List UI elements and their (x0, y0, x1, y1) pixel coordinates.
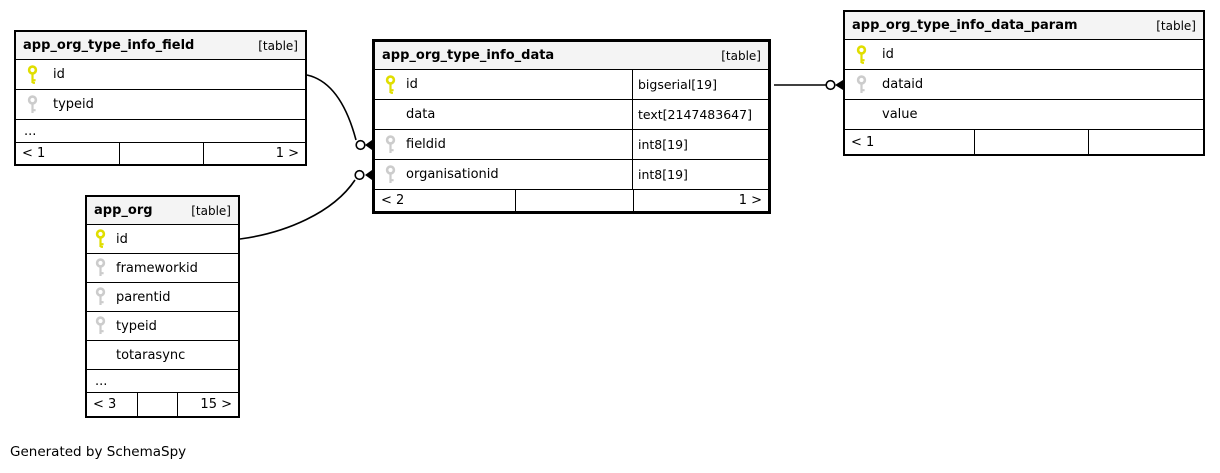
table-name[interactable]: app_org_type_info_data_param (852, 18, 1078, 33)
no-key-spacer (855, 105, 868, 125)
footer-children-count: < 2 (381, 193, 405, 208)
column-name: fieldid (406, 137, 446, 152)
footer-children-count: < 1 (851, 134, 875, 150)
footer-middle-cell (137, 393, 178, 416)
table-app-org[interactable]: app_org [table] id frameworkid parentid (85, 195, 240, 418)
footer-parents-count: 1 > (275, 146, 299, 161)
foreign-key-icon (94, 316, 107, 336)
foreign-key-icon (94, 287, 107, 307)
column-name: parentid (116, 289, 171, 305)
column-row: id (16, 60, 305, 90)
column-type: text[2147483647] (638, 107, 752, 122)
table-name[interactable]: app_org_type_info_data (382, 48, 555, 63)
zero-circle-icon (825, 79, 836, 91)
footer-parents-count (1089, 130, 1203, 154)
table-header: app_org [table] (87, 197, 238, 225)
table-app-org-type-info-data[interactable]: app_org_type_info_data [table] id bigser… (372, 39, 771, 214)
table-app-org-type-info-field[interactable]: app_org_type_info_field [table] id typei… (14, 30, 307, 166)
table-badge: [table] (721, 48, 761, 63)
column-row: id bigserial[19] (375, 70, 768, 100)
table-name[interactable]: app_org (94, 203, 153, 218)
generated-by-note: Generated by SchemaSpy (10, 444, 187, 460)
table-footer: < 1 1 > (16, 143, 305, 164)
primary-key-icon (384, 74, 397, 95)
primary-key-icon (94, 229, 107, 249)
primary-key-icon (855, 44, 868, 65)
edge-data-to-param (774, 79, 843, 91)
foreign-key-icon (26, 94, 39, 115)
column-name: typeid (116, 318, 157, 334)
column-type: int8[19] (638, 167, 688, 182)
column-name: totarasync (116, 347, 186, 363)
column-name: data (406, 107, 436, 122)
footer-children-count: < 1 (22, 146, 46, 161)
column-row: organisationid int8[19] (375, 160, 768, 190)
crowfoot-arrow-icon (365, 140, 372, 150)
table-badge: [table] (1156, 18, 1196, 33)
no-key-spacer (384, 105, 397, 125)
table-footer: < 2 1 > (375, 190, 768, 211)
footer-parents-count: 1 > (738, 193, 762, 208)
column-type: int8[19] (638, 137, 688, 152)
foreign-key-icon (94, 258, 107, 278)
edge-field-to-data (306, 74, 372, 151)
foreign-key-icon (384, 164, 397, 185)
column-name: typeid (53, 97, 94, 112)
foreign-key-icon (384, 134, 397, 155)
column-row: typeid (16, 90, 305, 120)
column-name: frameworkid (116, 260, 198, 276)
column-row: parentid (87, 283, 238, 312)
table-name[interactable]: app_org_type_info_field (23, 38, 195, 53)
foreign-key-icon (855, 74, 868, 95)
column-row: frameworkid (87, 254, 238, 283)
table-header: app_org_type_info_data [table] (375, 42, 768, 70)
table-footer: < 3 15 > (87, 393, 238, 416)
footer-parents-count: 15 > (200, 397, 232, 412)
primary-key-icon (26, 64, 39, 85)
table-badge: [table] (258, 38, 298, 53)
column-row: typeid (87, 312, 238, 341)
column-name: organisationid (406, 167, 499, 182)
footer-children-count: < 3 (93, 397, 117, 412)
column-name: value (882, 107, 918, 122)
column-name: id (406, 77, 418, 92)
crowfoot-arrow-icon (835, 80, 843, 90)
table-app-org-type-info-data-param[interactable]: app_org_type_info_data_param [table] id … (843, 10, 1205, 156)
column-name: id (116, 231, 128, 247)
column-row: data text[2147483647] (375, 100, 768, 130)
footer-middle-cell (974, 130, 1089, 154)
footer-middle-cell (119, 143, 204, 164)
table-footer: < 1 (845, 130, 1203, 154)
table-header: app_org_type_info_field [table] (16, 32, 305, 60)
column-name: id (53, 67, 65, 82)
column-row: totarasync (87, 341, 238, 370)
column-row: id (845, 40, 1203, 70)
table-header: app_org_type_info_data_param [table] (845, 12, 1203, 40)
footer-middle-cell (515, 190, 634, 211)
edge-org-to-data (239, 169, 372, 240)
column-row: dataid (845, 70, 1203, 100)
zero-circle-icon (354, 169, 365, 181)
table-badge: [table] (191, 203, 231, 218)
column-name: dataid (882, 77, 924, 92)
no-key-spacer (94, 345, 107, 365)
column-type: bigserial[19] (638, 77, 717, 92)
more-columns-ellipsis: ... (87, 370, 238, 393)
crowfoot-arrow-icon (365, 170, 372, 180)
more-columns-ellipsis: ... (16, 120, 305, 143)
zero-circle-icon (355, 139, 366, 151)
column-name: id (882, 47, 894, 62)
column-row: fieldid int8[19] (375, 130, 768, 160)
column-row: id (87, 225, 238, 254)
column-row: value (845, 100, 1203, 130)
